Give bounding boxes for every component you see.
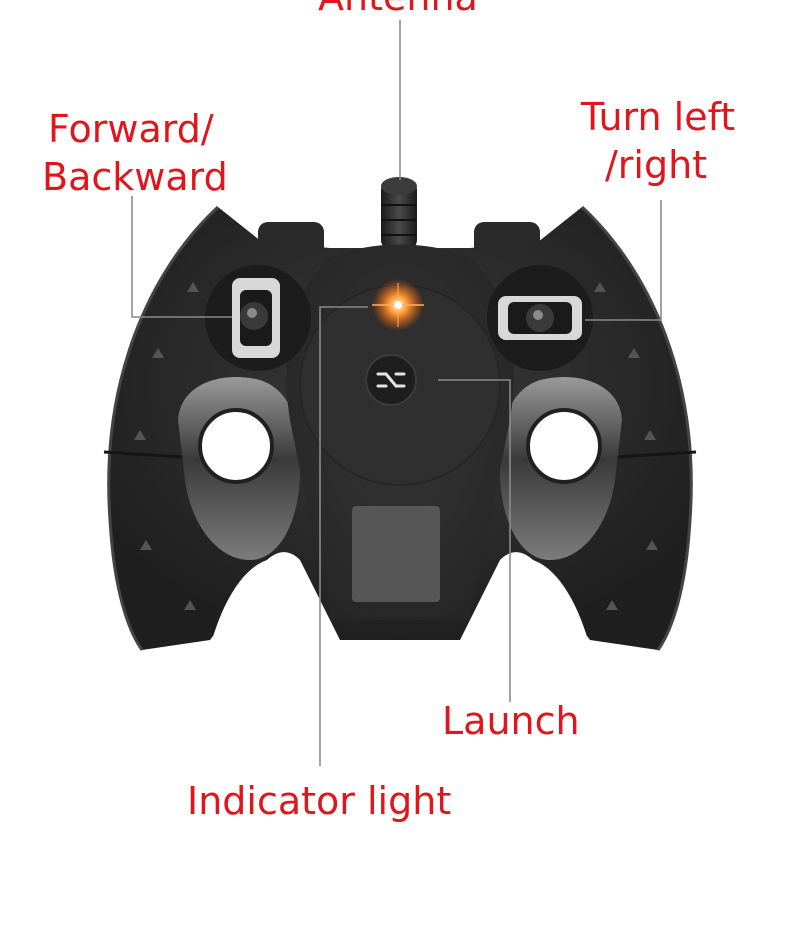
label-forward-backward-line1: Forward/ xyxy=(48,107,214,151)
antenna xyxy=(381,177,417,250)
launch-symbol-icon xyxy=(376,372,406,388)
right-grip xyxy=(500,376,622,560)
studs-left xyxy=(134,282,199,610)
label-launch: Launch xyxy=(442,699,580,743)
launch-button xyxy=(365,354,417,406)
indicator-light xyxy=(372,279,424,331)
studs-right xyxy=(594,282,658,610)
left-grip xyxy=(178,376,300,560)
label-forward-backward-line2: Backward xyxy=(42,155,228,199)
left-joystick xyxy=(205,265,311,371)
label-turn-line1: Turn left xyxy=(581,95,736,139)
label-turn-line2: /right xyxy=(605,143,708,187)
battery-window xyxy=(352,506,440,602)
right-joystick xyxy=(487,265,593,371)
label-indicator-light: Indicator light xyxy=(187,779,452,823)
leader-lines xyxy=(131,20,662,766)
label-antenna: Antenna xyxy=(318,0,478,20)
